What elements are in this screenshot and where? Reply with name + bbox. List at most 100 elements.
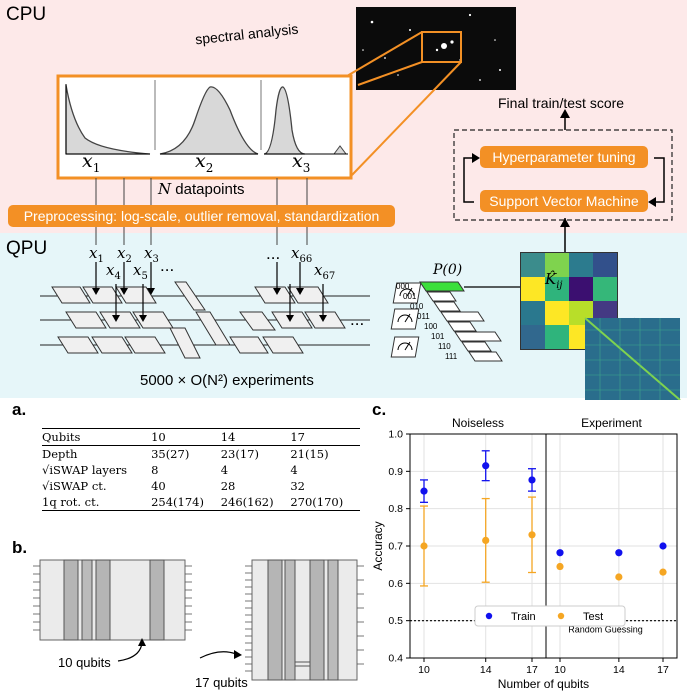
results-table: Qubits 10 14 17 Depth 35(27) 23(17) 21(1… — [42, 428, 360, 511]
x-tick-label: 10 — [554, 664, 566, 676]
histogram-1 — [65, 84, 151, 155]
data-point-test — [659, 568, 667, 576]
table-cell: 23(17) — [220, 447, 259, 461]
qpu-x5: x5 — [133, 261, 148, 282]
qpu-ellipsis-3: ... — [350, 310, 365, 329]
qpu-label: QPU — [6, 238, 48, 259]
x1-label: x1 — [82, 150, 101, 175]
circuit-17-qubits — [245, 559, 364, 681]
panel-c-label: c. — [372, 400, 387, 419]
qpu-x4: x4 — [106, 261, 121, 282]
panel-a-label: a. — [12, 400, 27, 419]
table-cell: 10 — [151, 428, 221, 446]
final-score-label: Final train/test score — [498, 95, 625, 111]
svm-box: Support Vector Machine — [480, 190, 648, 212]
histogram-3 — [263, 86, 306, 155]
table-row: 1q rot. ct. 254(174) 246(162) 270(170) — [42, 494, 360, 511]
qpu-x2: x2 — [117, 244, 132, 265]
table-row: √iSWAP layers 8 4 4 — [42, 462, 360, 478]
table-cell: 4 — [290, 463, 298, 477]
table-cell: Qubits — [42, 428, 152, 446]
table-cell: 14 — [220, 428, 291, 446]
table-cell: 35(27) — [151, 447, 190, 461]
y-tick-label: 1.0 — [388, 429, 403, 441]
y-tick-label: 0.5 — [388, 615, 403, 627]
table-cell: 32 — [290, 479, 305, 493]
x-tick-label: 10 — [418, 664, 430, 676]
y-tick-label: 0.7 — [388, 541, 403, 553]
legend-marker — [485, 612, 493, 620]
preprocessing-box: Preprocessing: log-scale, outlier remova… — [8, 205, 395, 227]
hyperparameter-box: Hyperparameter tuning — [480, 146, 648, 168]
bitstring: 100 — [424, 322, 438, 331]
baseline-label: Random Guessing — [568, 625, 643, 635]
table-cell: Depth — [42, 447, 78, 461]
full-kernel-image — [584, 317, 681, 400]
bitstring: 010 — [410, 302, 424, 311]
table-cell: 254(174) — [151, 494, 221, 511]
table-cell: √iSWAP layers — [42, 463, 128, 477]
x3-label: x3 — [292, 150, 311, 175]
table-row: Depth 35(27) 23(17) 21(15) — [42, 446, 360, 463]
circuit-gates — [51, 281, 346, 359]
bitstring: 001 — [403, 292, 417, 301]
table-cell: 21(15) — [290, 447, 329, 461]
qpu-ellipsis-2: ... — [266, 244, 281, 263]
experiments-label: 5000 × O(N²) experiments — [140, 372, 314, 389]
legend-marker — [557, 612, 565, 620]
subplot-frame — [545, 433, 678, 659]
bitstring: 011 — [417, 312, 430, 321]
table-cell: 28 — [220, 479, 236, 493]
table-header: Qubits 10 14 17 — [42, 428, 360, 446]
data-point-test — [528, 531, 536, 539]
table-cell: 4 — [220, 463, 229, 477]
input-arrowheads — [92, 288, 327, 322]
y-tick-label: 0.4 — [388, 653, 403, 665]
circuit-10-qubits — [33, 559, 192, 641]
x-tick-label: 17 — [657, 664, 669, 676]
qpu-ellipsis-1: ... — [160, 256, 175, 275]
data-point-train — [482, 462, 490, 470]
stars — [362, 13, 501, 81]
table-row: √iSWAP ct. 40 28 32 — [42, 478, 360, 494]
datapoint-lines — [95, 178, 308, 245]
pipeline-diagram — [40, 7, 673, 362]
qpu-x3: x3 — [144, 244, 159, 265]
y-axis-label: Accuracy — [371, 521, 385, 570]
legend-label: Test — [583, 611, 603, 623]
qpu-x66: x66 — [291, 244, 313, 265]
input-arrows — [95, 262, 324, 318]
table-cell: 8 — [151, 463, 159, 477]
bitstring: 110 — [438, 342, 451, 351]
y-tick-label: 0.8 — [388, 503, 403, 515]
data-point-test — [556, 562, 564, 571]
optimization-box — [453, 129, 673, 221]
data-point-train — [420, 487, 428, 495]
p0-label: P(0) — [433, 262, 463, 278]
data-point-test — [420, 542, 428, 550]
bitstring: 101 — [431, 332, 445, 341]
table-cell: 1q rot. ct. — [42, 494, 152, 511]
subplot-title: Noiseless — [452, 416, 504, 430]
kernel-entry: K̂ij — [545, 270, 563, 291]
seventeen-qubits-label: 17 qubits — [195, 675, 248, 690]
bitstring: 111 — [445, 352, 458, 361]
legend-box — [474, 605, 626, 627]
x2-label: x2 — [195, 150, 214, 175]
data-point-train — [528, 476, 536, 484]
table-cell: 270(170) — [290, 494, 360, 511]
measurement-gates — [390, 282, 422, 358]
panel-b-label: b. — [12, 538, 28, 557]
kernel-matrix — [520, 252, 618, 350]
table-cell: 17 — [290, 428, 360, 446]
data-point-train — [659, 542, 667, 550]
x-tick-label: 14 — [480, 664, 492, 676]
probability-bars — [419, 281, 503, 362]
bitstring-list: 000 001 010 011 100 101 110 111 — [396, 282, 457, 362]
table-cell: 40 — [151, 479, 166, 493]
datapoints-label: N datapoints — [158, 180, 245, 198]
legend-label: Train — [511, 611, 536, 623]
x-axis-label: Number of qubits — [498, 677, 589, 691]
data-point-train — [556, 549, 564, 557]
